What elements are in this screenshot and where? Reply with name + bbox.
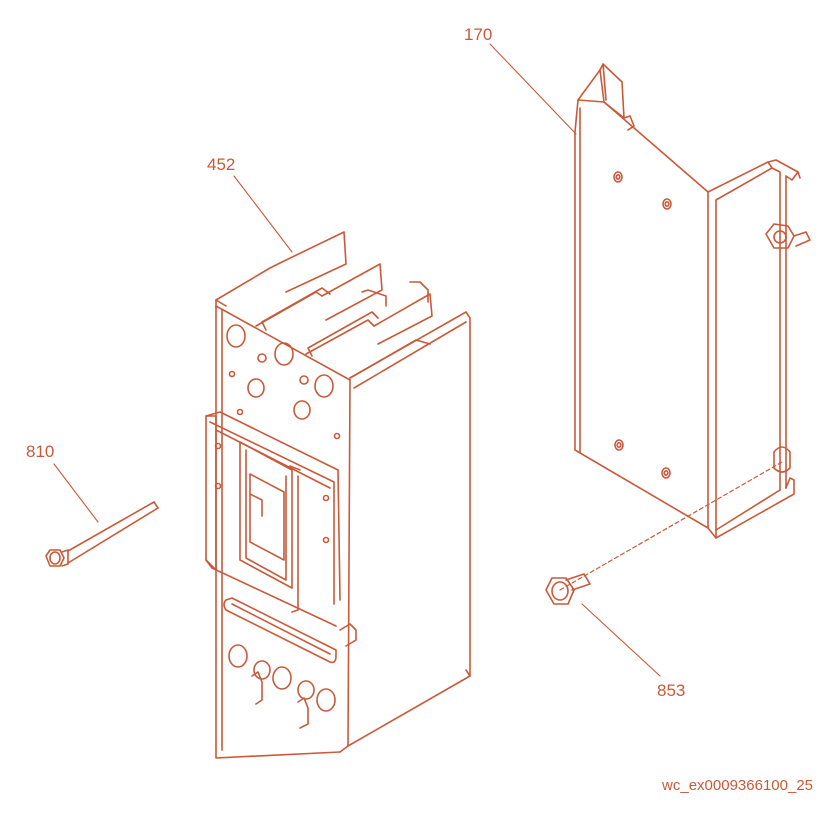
short-screw <box>545 573 591 605</box>
mounting-bracket <box>574 63 811 539</box>
figure-id: wc_ex0009366100_25 <box>662 777 813 794</box>
callout-label-breaker: 452 <box>207 155 236 174</box>
leader-lines <box>53 43 661 677</box>
callout-label-short-bolt: 853 <box>657 681 686 700</box>
callout-label-bracket: 170 <box>464 25 493 44</box>
circuit-breaker <box>205 231 471 759</box>
callout-label-long-bolt: 810 <box>26 442 55 461</box>
long-bolt <box>45 501 159 567</box>
